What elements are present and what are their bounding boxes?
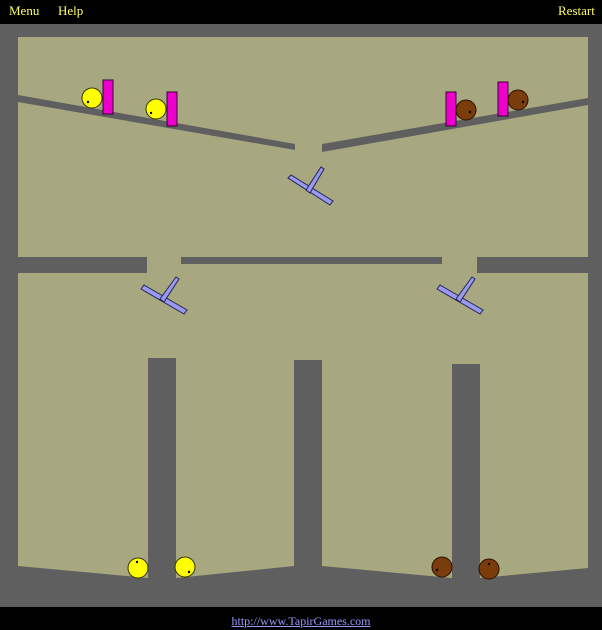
gate-right-2[interactable]	[497, 81, 509, 117]
flipper-top[interactable]	[287, 166, 334, 206]
top-menu-bar: Menu Help Restart	[0, 0, 602, 24]
yellow-ball	[127, 557, 149, 579]
left-shelf	[18, 257, 147, 273]
middle-shelf	[181, 257, 442, 264]
pillar-middle	[294, 360, 322, 592]
gate-right-1[interactable]	[445, 91, 457, 127]
floor-base	[18, 578, 588, 592]
right-shelf	[477, 257, 588, 273]
help-button[interactable]: Help	[58, 3, 84, 18]
game-board[interactable]	[0, 24, 602, 607]
brown-ball	[455, 99, 477, 121]
brown-ball	[478, 558, 500, 580]
brown-ball	[431, 556, 453, 578]
game-canvas[interactable]	[0, 24, 602, 607]
yellow-ball	[145, 98, 167, 120]
gate-left-2[interactable]	[166, 91, 178, 127]
yellow-ball	[174, 556, 196, 578]
pillar-right	[452, 364, 480, 592]
tapirgames-link[interactable]: http://www.TapirGames.com	[231, 614, 371, 628]
restart-button[interactable]: Restart	[558, 3, 595, 18]
brown-ball	[507, 89, 529, 111]
footer: http://www.TapirGames.com	[0, 607, 602, 630]
flipper-right[interactable]	[436, 276, 484, 315]
flipper-left[interactable]	[140, 276, 188, 315]
menu-button[interactable]: Menu	[9, 3, 40, 18]
pillar-left	[148, 358, 176, 592]
left-upper-ramp	[18, 95, 295, 150]
yellow-ball	[81, 87, 103, 109]
gate-left-1[interactable]	[102, 79, 114, 115]
